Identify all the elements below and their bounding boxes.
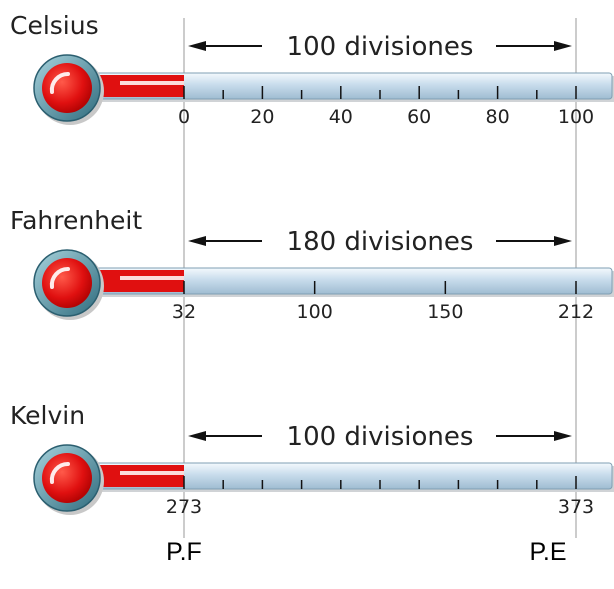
- scale-name-label: Celsius: [10, 11, 99, 40]
- tick-label: 212: [558, 301, 594, 323]
- span-arrowhead-left: [188, 431, 206, 441]
- mercury-column: [80, 465, 184, 487]
- tick-label: 273: [166, 496, 202, 518]
- scale-name-label: Kelvin: [10, 401, 85, 430]
- span-arrowhead-left: [188, 41, 206, 51]
- mercury-highlight: [120, 81, 184, 85]
- mercury-bulb: [42, 453, 92, 503]
- mercury-column: [80, 75, 184, 97]
- mercury-bulb: [42, 258, 92, 308]
- boiling-point-label: P.E: [529, 538, 566, 566]
- tick-label: 100: [558, 106, 594, 128]
- span-arrowhead-right: [554, 431, 572, 441]
- mercury-column: [80, 270, 184, 292]
- span-arrowhead-right: [554, 236, 572, 246]
- tick-label: 100: [297, 301, 333, 323]
- bulb-highlight: [49, 71, 70, 94]
- tick-label: 373: [558, 496, 594, 518]
- span-arrowhead-left: [188, 236, 206, 246]
- tick-label: 80: [486, 106, 510, 128]
- thermometer-celsius: Celsius 100 divisiones 0 20 40 60 80 100: [10, 11, 614, 128]
- divisions-label: 100 divisiones: [287, 422, 474, 452]
- tick-label: 32: [172, 301, 196, 323]
- mercury-highlight: [120, 471, 184, 475]
- tick-label: 150: [427, 301, 463, 323]
- tick-label: 20: [250, 106, 274, 128]
- freezing-point-label: P.F: [166, 538, 202, 566]
- mercury-bulb: [42, 63, 92, 113]
- scale-name-label: Fahrenheit: [10, 206, 142, 235]
- divisions-label: 100 divisiones: [287, 32, 474, 62]
- mercury-highlight: [120, 276, 184, 280]
- span-arrowhead-right: [554, 41, 572, 51]
- tick-label: 60: [407, 106, 431, 128]
- tick-label: 40: [329, 106, 353, 128]
- tick-label: 0: [178, 106, 190, 128]
- bulb-highlight: [49, 266, 70, 289]
- thermometer-fahrenheit: Fahrenheit 180 divisiones 32 100 150 212: [10, 206, 614, 323]
- divisions-label: 180 divisiones: [287, 227, 474, 257]
- thermometer-kelvin: Kelvin 100 divisiones 273 373: [10, 401, 614, 518]
- bulb-highlight: [49, 461, 70, 484]
